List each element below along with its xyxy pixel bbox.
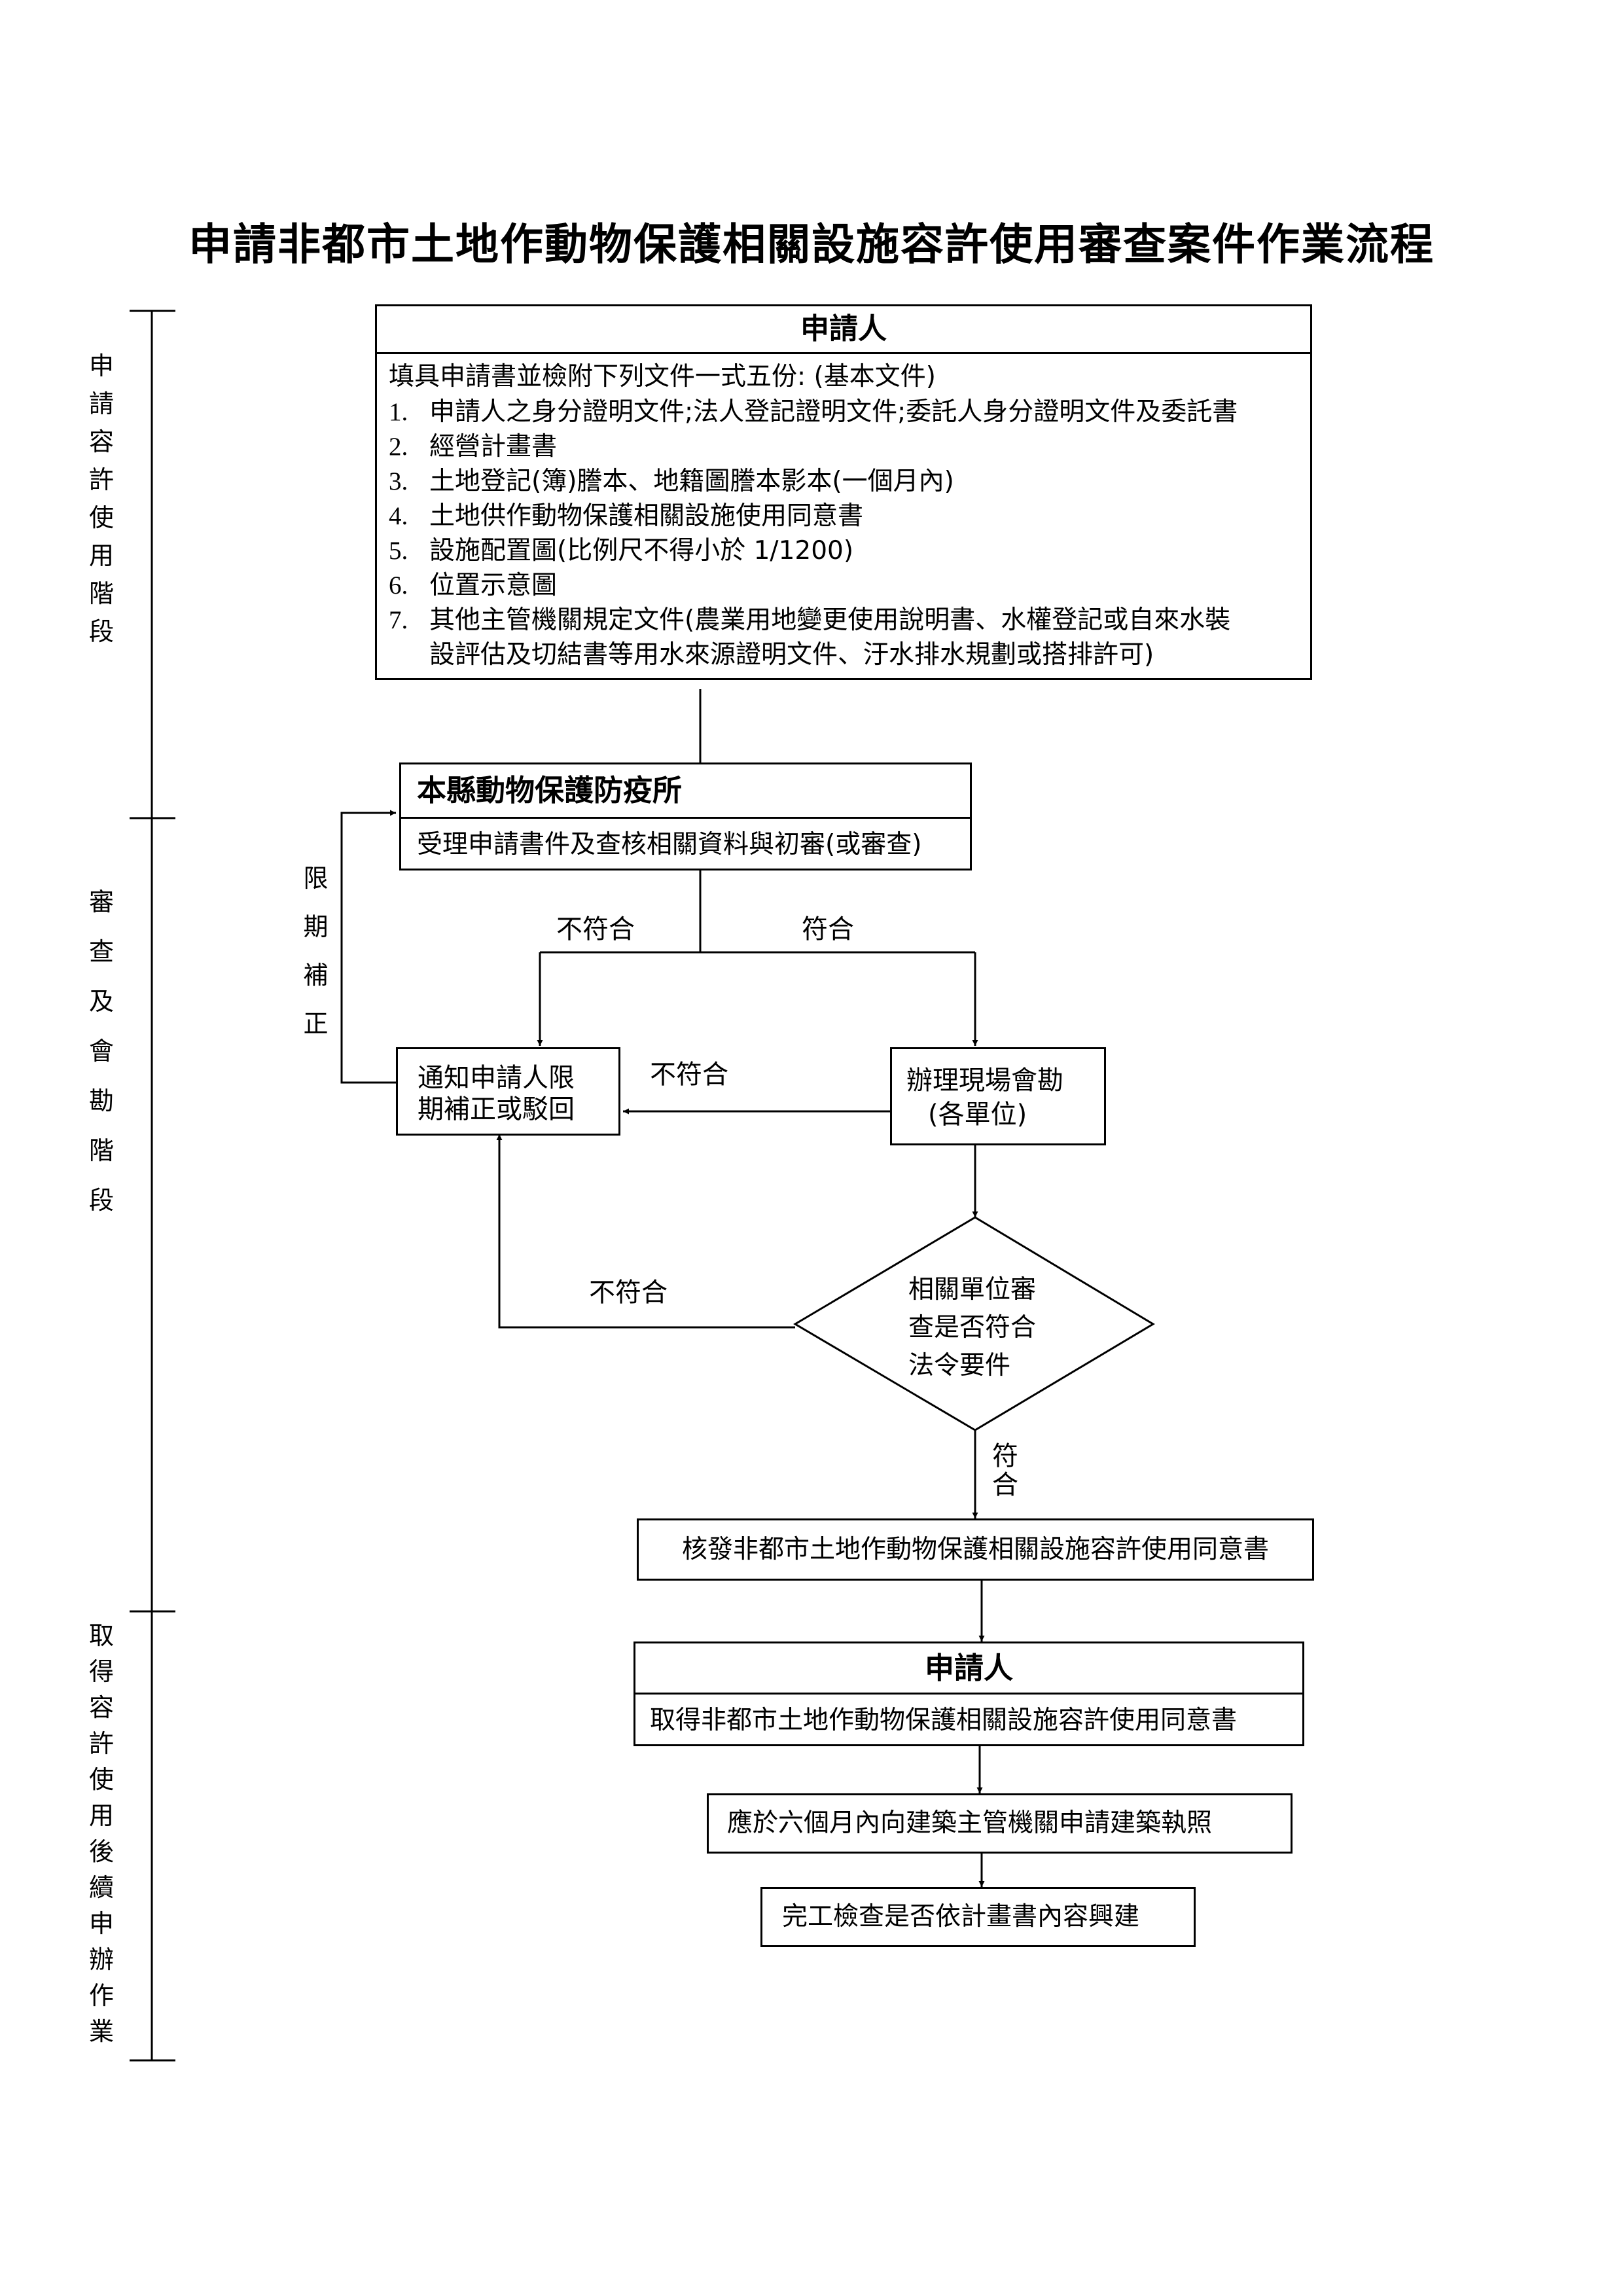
required-documents-list: 1.申請人之身分證明文件;法人登記證明文件;委託人身分證明文件及委託書 2.經營… xyxy=(389,395,1238,672)
arrow-decision-to-notify xyxy=(496,1134,795,1329)
agency-box-body: 受理申請書件及查核相關資料與初審(或審查) xyxy=(417,830,922,859)
stage-label-application: 申請容許使用階段 xyxy=(88,351,114,646)
applicant-obtain-body: 取得非都市土地作動物保護相關設施容許使用同意書 xyxy=(650,1706,1238,1735)
applicant-obtain-box: 申請人 取得非都市土地作動物保護相關設施容許使用同意書 xyxy=(633,1641,1304,1746)
list-item: 7.其他主管機關規定文件(農業用地變更使用說明書、水權登記或自來水裝 xyxy=(389,605,1231,635)
label-not-comply-initial: 不符合 xyxy=(556,914,635,944)
stage-label-followup: 取得容許使用後續申辦作業 xyxy=(88,1621,114,2046)
applicant-box-header: 申請人 xyxy=(377,306,1310,354)
list-item: 5.設施配置圖(比例尺不得小於 1/1200) xyxy=(389,536,854,565)
label-not-comply-inspection: 不符合 xyxy=(650,1060,728,1090)
notify-applicant-box: 通知申請人限 期補正或駁回 xyxy=(396,1047,620,1136)
issue-consent-box: 核發非都市土地作動物保護相關設施容許使用同意書 xyxy=(637,1518,1314,1581)
agency-box: 本縣動物保護防疫所 受理申請書件及查核相關資料與初審(或審查) xyxy=(399,762,972,870)
list-item: 2.經營計畫書 xyxy=(389,432,558,461)
decision-text: 相關單位審 查是否符合 法令要件 xyxy=(908,1275,1037,1380)
applicant-box: 申請人 填具申請書並檢附下列文件一式五份: (基本文件) 1.申請人之身分證明文… xyxy=(375,304,1312,680)
list-item: 3.土地登記(簿)謄本、地籍圖謄本影本(一個月內) xyxy=(389,467,954,496)
limit-correction-label: 限期補正 xyxy=(303,864,329,1038)
site-inspection-box: 辦理現場會勘 (各單位) xyxy=(890,1047,1106,1145)
completion-inspection-box: 完工檢查是否依計畫書內容興建 xyxy=(760,1887,1196,1947)
applicant-box-intro: 填具申請書並檢附下列文件一式五份: (基本文件) xyxy=(389,362,936,391)
label-comply-decision: 符合 xyxy=(992,1441,1018,1500)
decision-diamond xyxy=(793,1216,1155,1431)
label-not-comply-decision: 不符合 xyxy=(589,1278,668,1308)
page-title: 申請非都市土地作動物保護相關設施容許使用審查案件作業流程 xyxy=(188,219,1435,270)
list-item: 4.土地供作動物保護相關設施使用同意書 xyxy=(389,501,864,531)
arrow-limit-correction-loop xyxy=(340,810,396,1084)
list-item: 6.位置示意圖 xyxy=(389,571,558,600)
applicant-obtain-header: 申請人 xyxy=(635,1643,1302,1695)
label-comply-initial: 符合 xyxy=(802,914,854,944)
list-item-continuation: 設評估及切結書等用水來源證明文件、汙水排水規劃或搭排許可) xyxy=(429,640,1154,670)
stage-label-review: 審查及會勘階段 xyxy=(88,888,114,1215)
building-permit-box: 應於六個月內向建築主管機關申請建築執照 xyxy=(707,1793,1293,1854)
list-item: 1.申請人之身分證明文件;法人登記證明文件;委託人身分證明文件及委託書 xyxy=(389,397,1238,427)
agency-box-header: 本縣動物保護防疫所 xyxy=(401,764,970,819)
